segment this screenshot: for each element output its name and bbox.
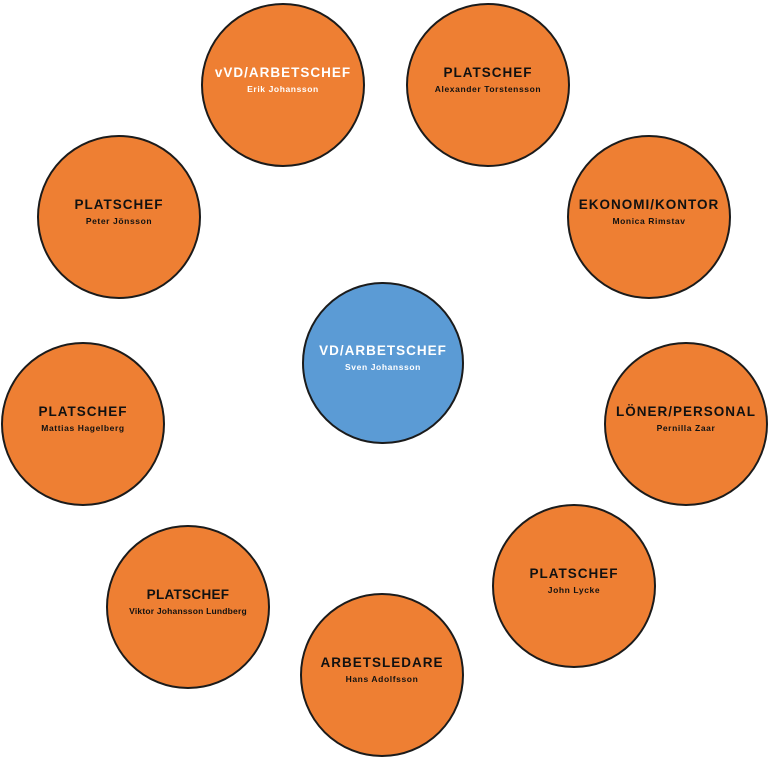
node-role: ARBETSLEDARE (320, 654, 444, 670)
node-ekonomi-monica-rimstav: EKONOMI/KONTOR Monica Rimstav (567, 135, 731, 299)
node-role: PLATSCHEF (38, 403, 128, 419)
node-platschef-alexander-torstensson: PLATSCHEF Alexander Torstensson (406, 3, 570, 167)
node-role: EKONOMI/KONTOR (578, 196, 720, 212)
node-platschef-mattias-hagelberg: PLATSCHEF Mattias Hagelberg (1, 342, 165, 506)
node-role: PLATSCHEF (74, 196, 164, 212)
node-arbetsledare-hans-adolfsson: ARBETSLEDARE Hans Adolfsson (300, 593, 464, 757)
node-person: Hans Adolfsson (345, 673, 419, 684)
node-person: Mattias Hagelberg (41, 422, 125, 433)
node-person: Pernilla Zaar (656, 422, 716, 433)
node-role: VD/ARBETSCHEF (319, 342, 447, 358)
node-platschef-viktor-johansson-lundberg: PLATSCHEF Viktor Johansson Lundberg (106, 525, 270, 689)
node-person: Monica Rimstav (612, 215, 686, 226)
node-vd-sven-johansson: VD/ARBETSCHEF Sven Johansson (302, 282, 464, 444)
node-loner-pernilla-zaar: LÖNER/PERSONAL Pernilla Zaar (604, 342, 768, 506)
node-role: LÖNER/PERSONAL (615, 403, 756, 419)
node-person: Peter Jönsson (85, 215, 153, 226)
node-role: PLATSCHEF (529, 565, 619, 581)
node-person: John Lycke (547, 584, 601, 595)
node-platschef-john-lycke: PLATSCHEF John Lycke (492, 504, 656, 668)
node-vvd-erik-johansson: vVD/ARBETSCHEF Erik Johansson (201, 3, 365, 167)
node-role: vVD/ARBETSCHEF (214, 64, 352, 80)
node-role: PLATSCHEF (443, 64, 533, 80)
node-role: PLATSCHEF (146, 586, 230, 602)
node-person: Alexander Torstensson (434, 83, 542, 94)
node-person: Viktor Johansson Lundberg (129, 605, 247, 616)
node-platschef-peter-jonsson: PLATSCHEF Peter Jönsson (37, 135, 201, 299)
node-person: Sven Johansson (345, 361, 421, 372)
node-person: Erik Johansson (247, 83, 319, 94)
